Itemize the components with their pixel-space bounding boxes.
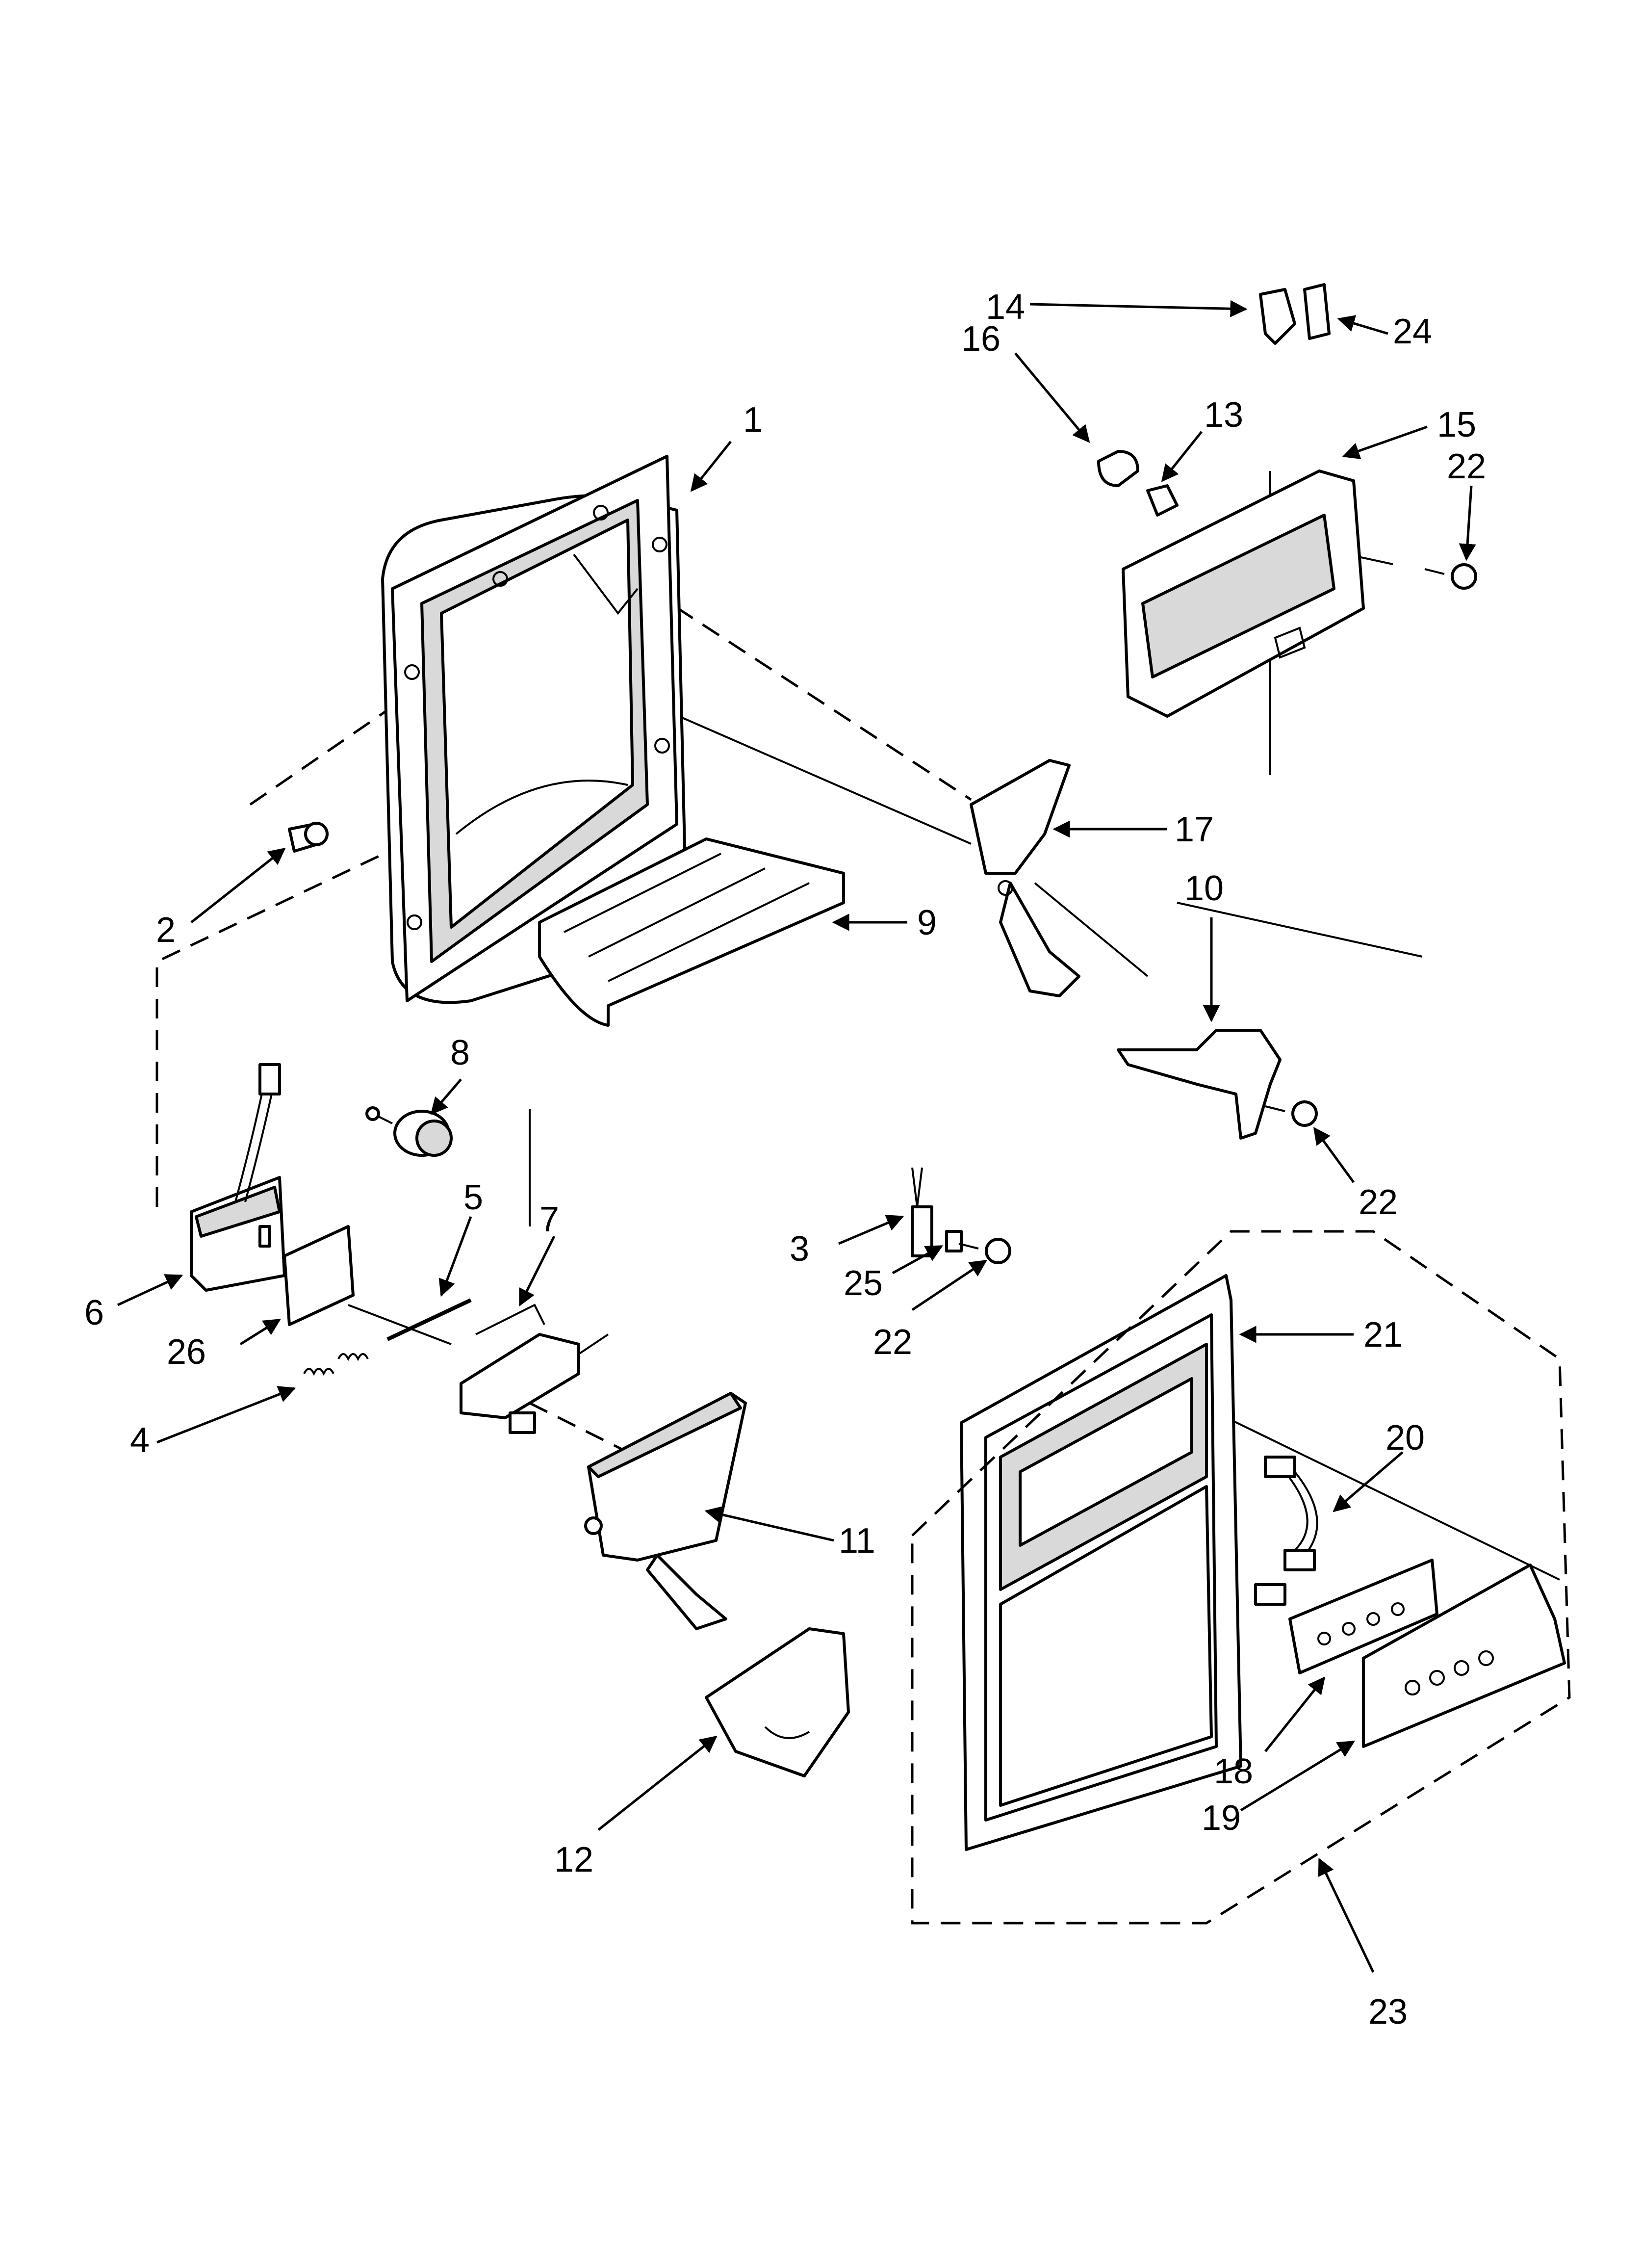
part-9-drip-tray: [538, 837, 845, 1027]
callout-16: 16: [961, 319, 1001, 359]
callout-2: 2: [156, 911, 176, 950]
part-22-screw-lower: [958, 1238, 1011, 1264]
part-12-ice-guide: [705, 1627, 850, 1777]
part-11-chute-door: [584, 1392, 747, 1630]
callout-5: 5: [463, 1178, 483, 1217]
callout-3: 3: [790, 1229, 809, 1269]
part-26-flap: [283, 1225, 355, 1326]
callout-22-lower: 22: [873, 1323, 912, 1362]
callout-17: 17: [1175, 810, 1214, 849]
callout-4: 4: [130, 1421, 150, 1460]
callout-6: 6: [84, 1293, 104, 1332]
part-5-pin: [386, 1298, 472, 1341]
part-22-screw-upper: [1424, 563, 1477, 590]
part-15-switch-housing: [1122, 469, 1365, 718]
callout-13: 13: [1204, 395, 1243, 435]
callout-15: 15: [1437, 405, 1476, 444]
part-17-ice-lever: [970, 759, 1080, 997]
part-1-dispenser-housing: [381, 455, 688, 1004]
callout-1: 1: [743, 400, 763, 440]
callout-26: 26: [167, 1332, 206, 1372]
callout-7: 7: [539, 1200, 559, 1239]
callout-12: 12: [554, 1840, 593, 1879]
part-20-wire-harness: [1254, 1456, 1318, 1606]
callout-11: 11: [839, 1521, 875, 1561]
part-16-bulb: [1097, 450, 1139, 487]
part-25-clip: [945, 1230, 963, 1252]
part-2-screw: [288, 822, 329, 853]
part-6-actuator: [190, 1063, 286, 1292]
callout-20: 20: [1385, 1418, 1425, 1458]
part-19-control-panel: [1362, 1564, 1566, 1748]
assembly-lines: [155, 471, 1560, 1581]
callout-24: 24: [1393, 312, 1432, 351]
callout-21: 21: [1363, 1315, 1403, 1355]
part-4-springs: [303, 1353, 369, 1376]
part-18-control-board: [1288, 1559, 1438, 1674]
leader-arrows: [117, 300, 1476, 1973]
callout-22-middle: 22: [1359, 1183, 1398, 1222]
part-21-bezel: [960, 1274, 1242, 1851]
callout-10: 10: [1184, 869, 1224, 908]
callout-8: 8: [450, 1033, 470, 1072]
part-7-door-arm: [460, 1303, 609, 1434]
callout-23: 23: [1368, 1992, 1408, 2032]
part-14-switch: [1259, 288, 1296, 345]
callout-9: 9: [917, 903, 937, 942]
callout-22-upper: 22: [1447, 447, 1486, 486]
part-22-screw-middle: [1265, 1100, 1318, 1127]
callout-14: 14: [986, 287, 1025, 327]
part-3-clip: [911, 1167, 933, 1257]
part-10-water-lever: [1117, 1029, 1282, 1140]
part-13-socket: [1146, 484, 1179, 517]
part-23-assembly-outline: [911, 1230, 1571, 1925]
callout-labels: 1 2 3 4 5 6 7 8 9 10 11 12 13 14 15 16 1…: [84, 287, 1486, 2032]
callout-19: 19: [1202, 1799, 1241, 1838]
callout-25: 25: [844, 1264, 883, 1303]
part-8-solenoid: [365, 1106, 453, 1157]
part-24-insulator: [1303, 283, 1331, 340]
callout-18: 18: [1214, 1752, 1253, 1791]
